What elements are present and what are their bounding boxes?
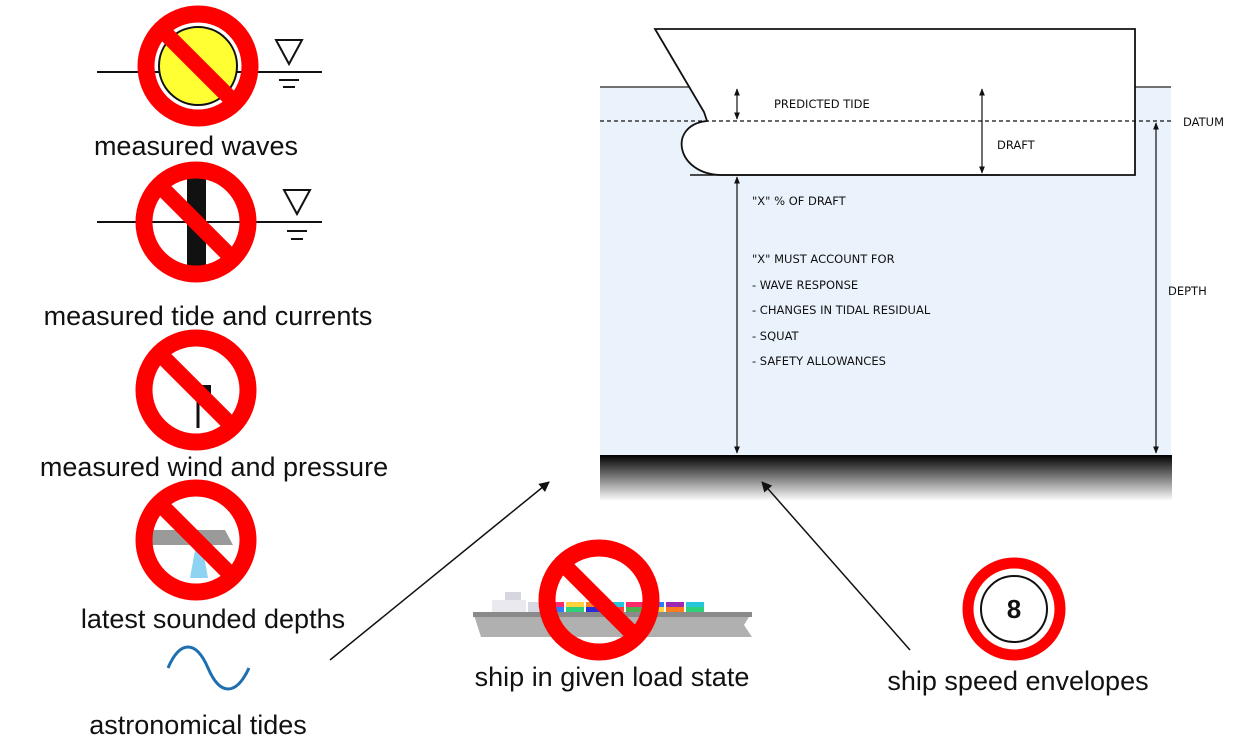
ship-prohibition-icon (538, 539, 660, 661)
latest-sounded-depths-icon (135, 479, 257, 601)
measured-waves-label: measured waves (94, 131, 298, 161)
measured-wind-pressure-label: measured wind and pressure (40, 452, 388, 482)
ship-hull (653, 28, 1136, 176)
astronomical-tides-label: astronomical tides (89, 710, 307, 740)
draft-label: DRAFT (997, 138, 1036, 152)
measured-wind-pressure-icon (135, 329, 257, 451)
water-level-symbol-icon (274, 39, 304, 88)
tides-pointer-arrow (329, 481, 550, 661)
x-percent-label: "X" % OF DRAFT (752, 194, 847, 208)
list-item: - CHANGES IN TIDAL RESIDUAL (752, 303, 931, 317)
cross-section-diagram: PREDICTED TIDE DRAFT DEPTH DATUM "X" % O… (600, 28, 1224, 501)
list-item: - WAVE RESPONSE (752, 278, 858, 292)
ship-speed-envelopes-label: ship speed envelopes (887, 666, 1148, 696)
depth-label: DEPTH (1168, 284, 1207, 298)
x-must-label: "X" MUST ACCOUNT FOR (752, 252, 895, 266)
latest-sounded-depths-label: latest sounded depths (81, 604, 345, 634)
speed-pointer-arrow (761, 481, 911, 651)
ship-load-state-label: ship in given load state (475, 662, 750, 692)
seabed (600, 455, 1172, 501)
speed-value: 8 (1007, 594, 1021, 624)
list-item: - SQUAT (752, 329, 800, 343)
water-level-symbol-icon (282, 189, 312, 240)
measured-tide-currents-label: measured tide and currents (44, 301, 373, 331)
list-item: - SAFETY ALLOWANCES (752, 354, 886, 368)
predicted-tide-label: PREDICTED TIDE (774, 97, 870, 111)
speed-limit-sign-icon: 8 (962, 557, 1066, 661)
measured-tide-currents-icon (97, 161, 322, 283)
measured-waves-icon (97, 5, 322, 127)
datum-label: DATUM (1183, 115, 1224, 129)
tide-wave-icon (166, 645, 251, 691)
